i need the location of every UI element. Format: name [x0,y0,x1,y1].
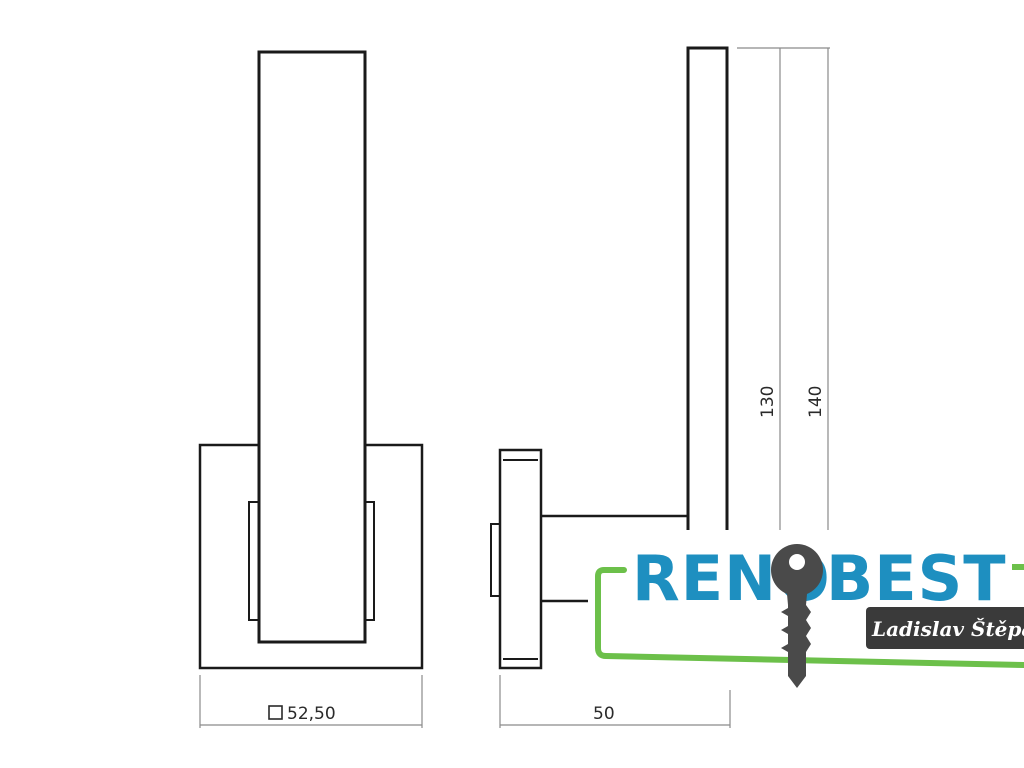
renobest-logo: RENO BEST Ladislav Štěpán [588,530,1024,690]
logo-frame [595,567,1024,668]
height-dimension-130: 130 [758,386,778,418]
spindle-stub [490,523,501,597]
owner-name: Ladislav Štěpán [871,616,1024,641]
projection-dimension-50: 50 [593,704,615,724]
rose-profile [498,448,543,670]
front-dimension-label: 52,50 [268,704,336,724]
brand-name-part-2: BEST [826,542,1007,615]
owner-name-box [866,607,1024,649]
front-width-dimension [199,675,423,728]
front-view [198,50,424,670]
square-symbol-icon [268,705,283,720]
key-icon [771,544,823,688]
handle-front [257,50,367,644]
svg-text:52,50: 52,50 [287,704,336,724]
height-dimension-140: 140 [806,386,826,418]
side-height-dimensions [737,47,830,540]
